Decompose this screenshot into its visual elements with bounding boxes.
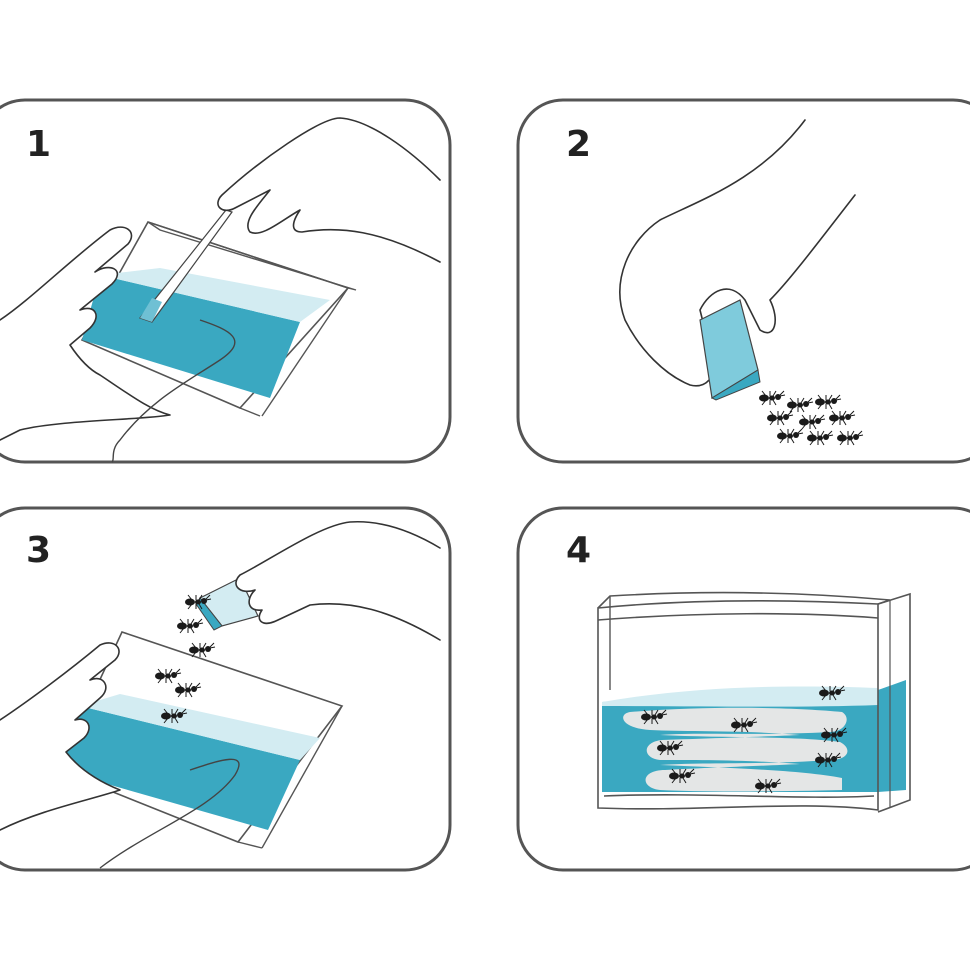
hand-left [0, 642, 121, 831]
ant-farm-front [597, 591, 911, 813]
step-4-panel: 4 [516, 506, 970, 872]
step-number: 1 [26, 124, 51, 165]
hand-right [235, 520, 441, 641]
hand-pinching [619, 119, 856, 387]
cord [99, 758, 240, 869]
ants-group [758, 390, 864, 446]
hand-left [0, 226, 171, 441]
panel-frame [0, 506, 452, 872]
hand-right [217, 117, 441, 263]
ant-container-box [699, 299, 761, 401]
step-number: 2 [566, 124, 591, 165]
ant-farm-tilted [80, 221, 357, 417]
step-1-panel: 1 [0, 98, 452, 464]
step-number: 3 [26, 530, 51, 571]
spatula-stick [138, 209, 233, 323]
ant-farm-tilted [56, 631, 344, 849]
panel-frame [516, 98, 970, 464]
step-3-panel: 3 [0, 506, 452, 872]
step-number: 4 [566, 530, 591, 571]
panel-frame [516, 506, 970, 872]
step-2-panel: 2 [516, 98, 970, 464]
panel-frame [0, 98, 452, 464]
cord [111, 319, 236, 463]
